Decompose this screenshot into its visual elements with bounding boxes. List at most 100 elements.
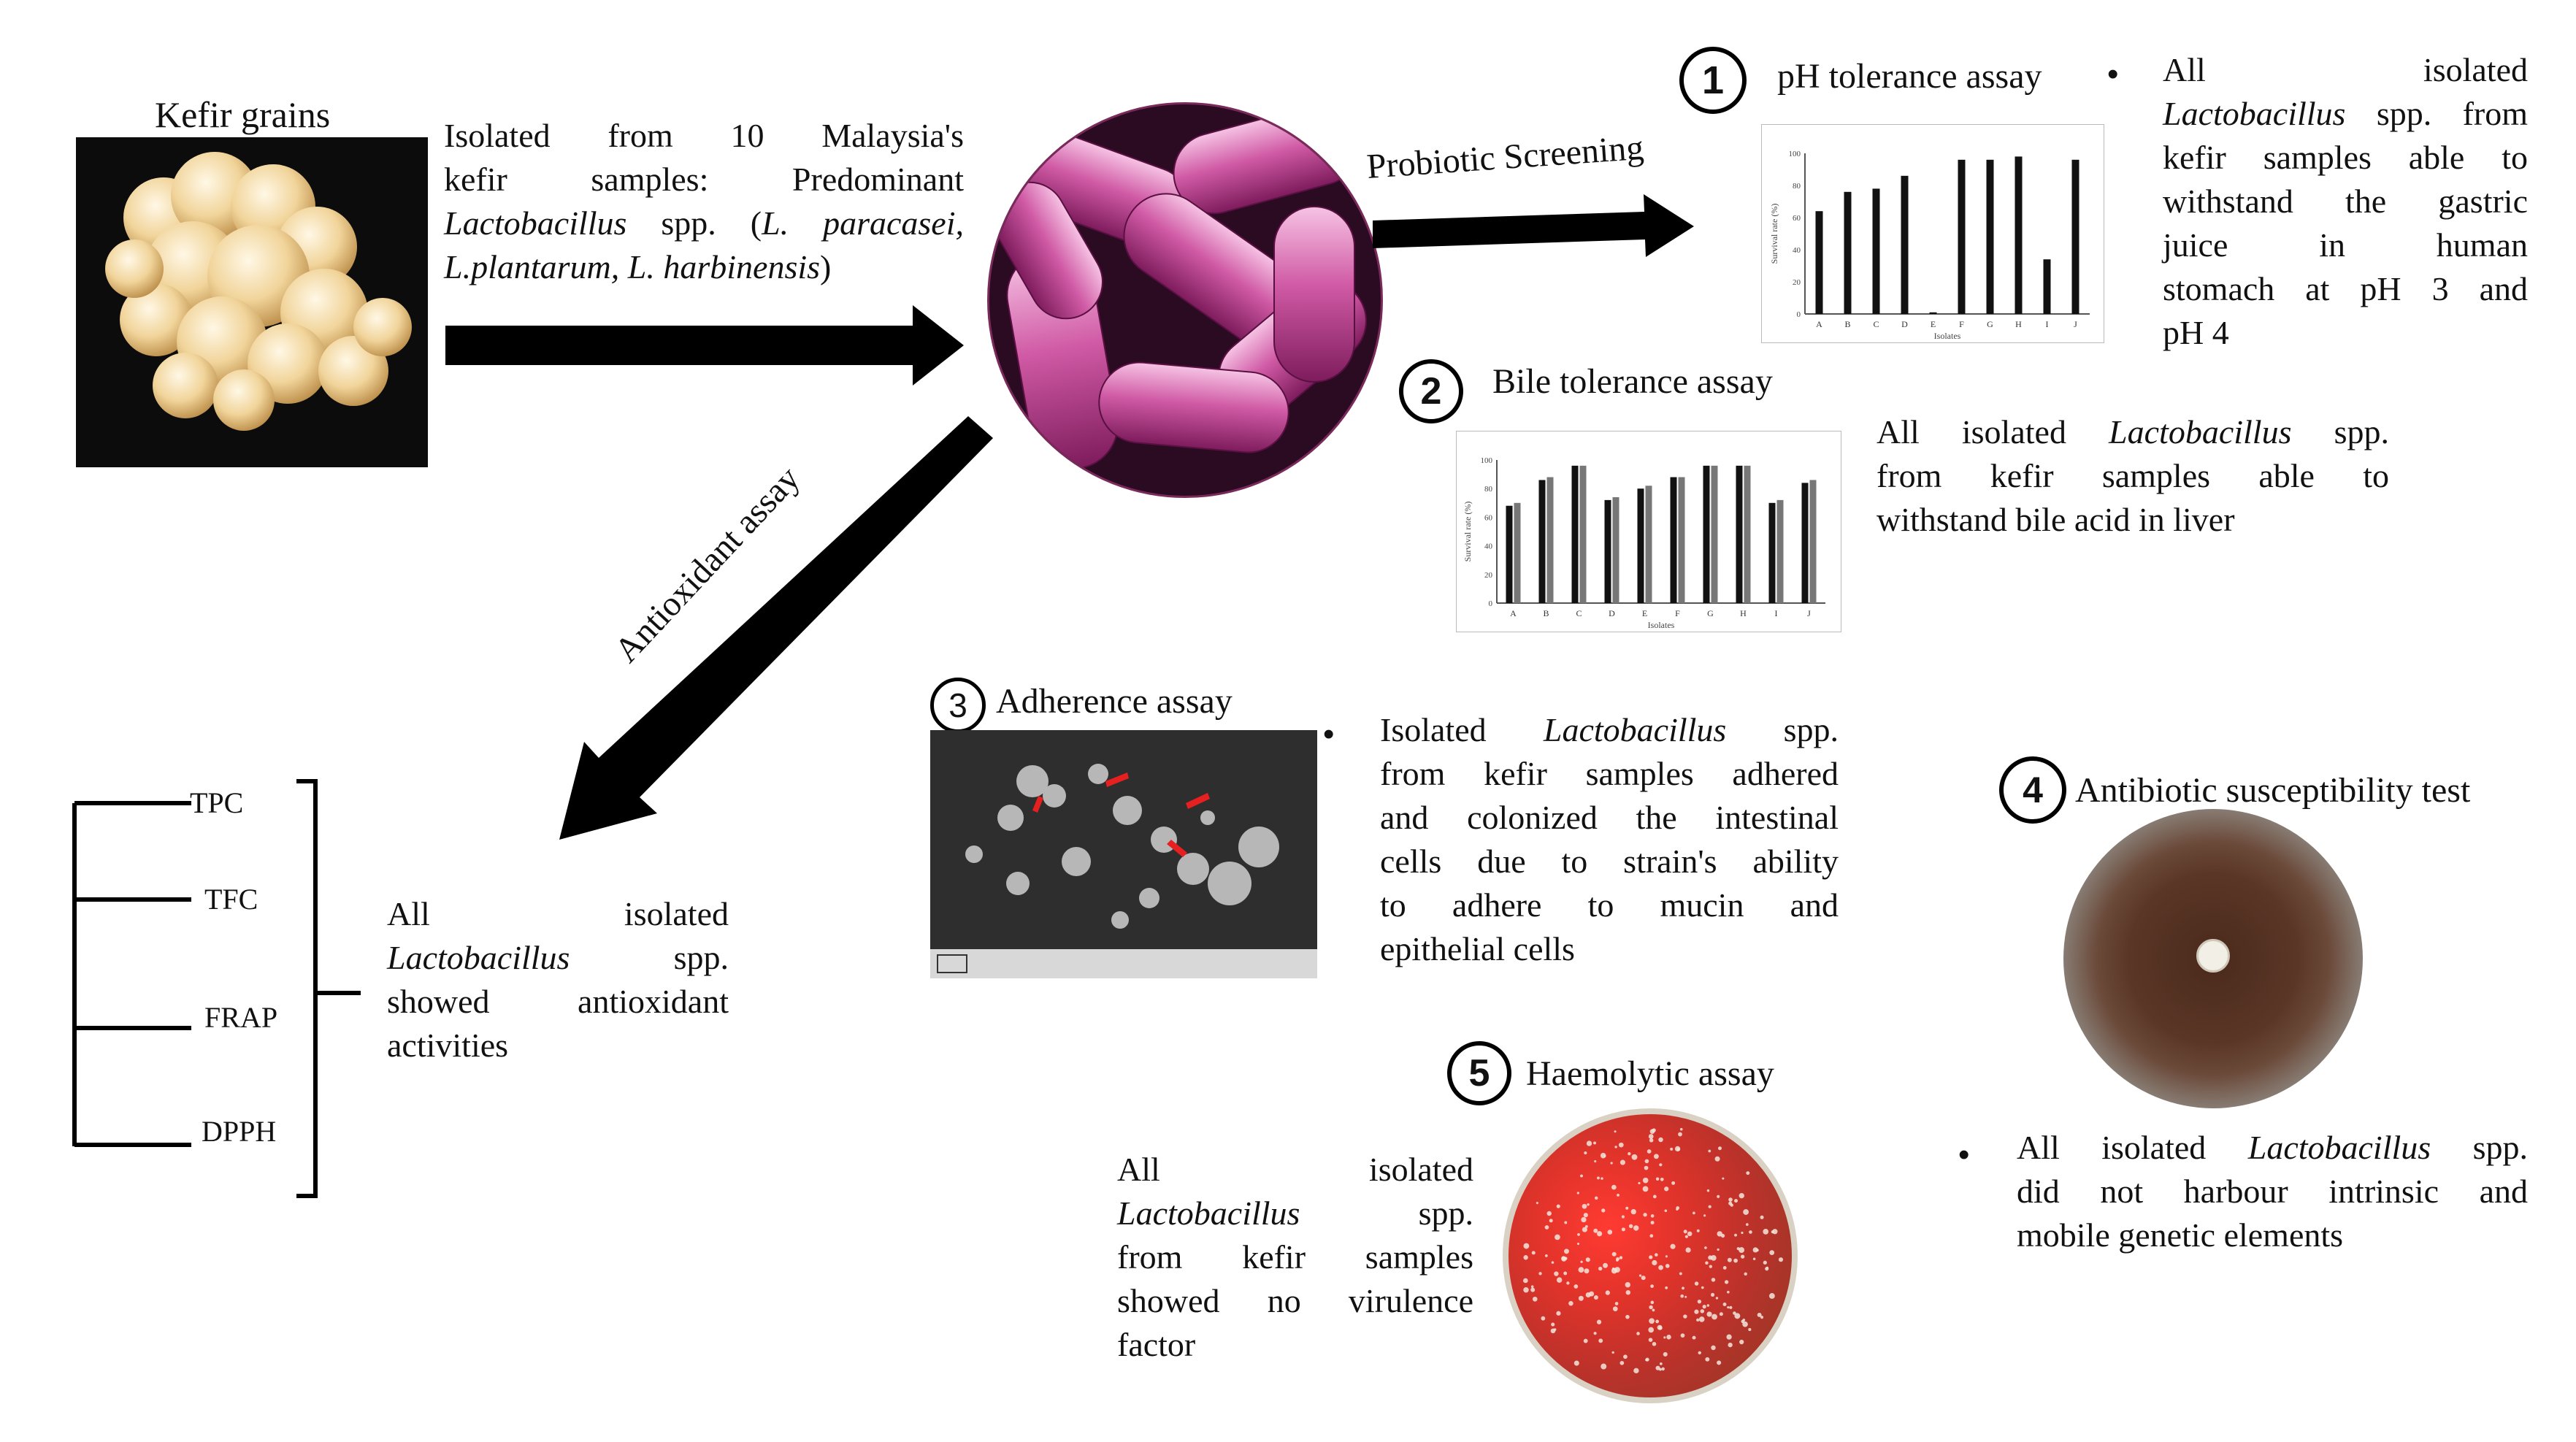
antioxidant-result-line: All isolated [387,892,729,936]
bullet: • [2107,56,2119,92]
genus-name: Lactobacillus [444,204,627,242]
colony [1745,1223,1749,1226]
colony [1568,1300,1573,1306]
colony [1700,1309,1705,1313]
colony [1755,1249,1759,1252]
colony [1740,1254,1745,1259]
colony [1683,1314,1687,1319]
colony [1549,1219,1553,1223]
colony [1628,1152,1631,1156]
bar [1768,502,1776,603]
colony [1684,1235,1688,1238]
colony [1576,1242,1580,1246]
colony [1633,1368,1639,1373]
colony [1600,1152,1606,1159]
colony [1619,1256,1623,1259]
antibiotic-result-word: All isolated [2017,1129,2207,1166]
ph-result-line: pH 4 [2163,314,2229,351]
x-tick-label: G [1707,608,1714,618]
colony [1611,1351,1614,1354]
chart-frame [1761,124,2104,343]
bar [1678,477,1685,603]
colony [1711,1278,1716,1282]
colony [1722,1177,1725,1180]
colony [1708,1205,1711,1208]
colony [1644,1159,1649,1164]
colony [1642,1186,1649,1192]
colony [1618,1142,1624,1148]
antibiotic-disc [2196,939,2230,973]
colony [1581,1216,1587,1223]
colony [1648,1134,1654,1139]
bar [2043,259,2051,314]
colony [1703,1214,1706,1217]
colony [1652,1308,1655,1312]
colony [1650,1284,1654,1288]
colony [1655,1365,1660,1370]
y-axis-label: Survival rate (%) [1769,204,1779,264]
haemolytic-result-word: isolated [1368,1151,1473,1188]
colony [1584,1151,1587,1155]
colony [1676,1206,1680,1210]
colony [1771,1230,1774,1234]
kefir-isolation-text: Isolated from 10 Malaysia's kefir sample… [444,114,964,289]
colony [1728,1342,1733,1348]
colony [1580,1174,1584,1178]
colony [1631,1154,1638,1160]
kefir-isolation-line-1: Isolated from 10 Malaysia's [444,117,964,154]
colony [1594,1160,1597,1163]
bar [1844,191,1852,314]
x-tick-label: J [1807,608,1811,618]
colony [1641,1276,1646,1281]
colony [1741,1231,1744,1235]
bile-result-line: All isolated Lactobacillus spp. [1877,410,2389,454]
x-tick-label: D [1609,608,1615,618]
ph-tolerance-title: pH tolerance assay [1777,57,2042,96]
bar [1546,477,1554,603]
colony [1607,1230,1613,1235]
colony [1734,1233,1737,1237]
colony [1760,1316,1764,1319]
lactobacillus-illustration [987,102,1383,498]
colony [1649,1318,1655,1324]
x-tick-label: A [1816,319,1822,329]
colony [1722,1303,1727,1306]
colony [1658,1326,1663,1330]
colony [1728,1197,1733,1202]
bar [1815,211,1823,314]
colony [1659,1362,1663,1365]
bile-result-word: All isolated [1877,413,2066,450]
colony [1546,1211,1552,1216]
colony [1760,1215,1764,1219]
probiotic-screening-label: Probiotic Screening [1365,128,1645,187]
bar [1986,159,1994,314]
colony [1652,1259,1657,1266]
antioxidant-test-tpc: TPC [190,786,244,819]
arrow-antioxidant [559,416,993,840]
colony [1663,1351,1668,1357]
colony [1636,1332,1640,1335]
colony [1711,1313,1717,1320]
colony [1642,1177,1649,1184]
arrow-probiotic-screening [1373,194,1694,257]
colony [1733,1258,1738,1263]
colony [1743,1209,1749,1215]
colony [1584,1268,1590,1274]
genus-name: Lactobacillus [1117,1194,1300,1232]
colony [1580,1260,1583,1263]
adherence-title: Adherence assay [996,682,1233,721]
colony [1685,1247,1691,1253]
colony [1596,1176,1600,1180]
species-text: L. paracasei, [762,204,964,242]
colony [1719,1312,1723,1316]
kefir-grains-photo [76,137,428,467]
colony [1523,1243,1530,1249]
bile-result-text: All isolated Lactobacillus spp. from kef… [1877,410,2389,542]
colony [1706,1311,1712,1317]
species-text: L.plantarum, L. harbinensis [444,248,821,285]
colony [1612,1306,1618,1311]
kefir-grains-illustration [105,152,412,431]
colony [1727,1306,1730,1309]
kefir-isolation-line-4: L.plantarum, L. harbinensis) [444,245,964,289]
colony [1538,1272,1542,1276]
